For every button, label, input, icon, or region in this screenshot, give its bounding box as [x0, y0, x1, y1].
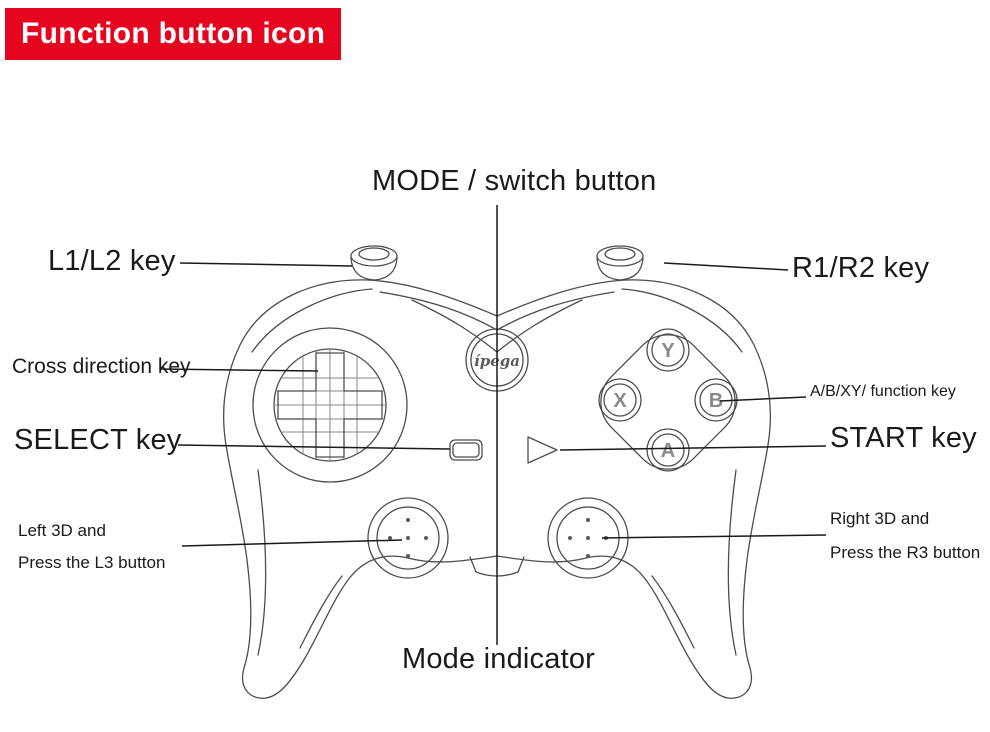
label-mode-switch-button: MODE / switch button	[372, 165, 657, 197]
leader-right3d	[601, 534, 827, 539]
leader-select	[177, 444, 451, 450]
r1r2-shoulder-knob	[596, 245, 644, 281]
button-b-label: B	[709, 390, 723, 412]
leader-abxy	[719, 396, 807, 402]
select-button	[449, 439, 483, 461]
button-x-label: X	[613, 390, 627, 412]
label-start-key: START key	[830, 422, 977, 454]
dpad	[252, 327, 408, 483]
label-cross-direction-key: Cross direction key	[12, 355, 191, 378]
label-select-key: SELECT key	[14, 424, 182, 456]
banner-label: Function button icon	[21, 17, 326, 50]
label-left-3d-line2: Press the L3 button	[18, 553, 166, 572]
label-l1l2-key: L1/L2 key	[48, 245, 176, 277]
banner: Function button icon	[5, 8, 342, 60]
leader-r1r2	[663, 262, 789, 271]
label-mode-indicator: Mode indicator	[402, 643, 596, 675]
button-a-label: A	[661, 440, 675, 462]
label-right-3d-line2: Press the R3 button	[830, 543, 981, 562]
left-analog-stick	[367, 497, 449, 579]
label-abxy-function-key: A/B/XY/ function key	[810, 383, 956, 400]
dpad-cross	[277, 352, 383, 458]
leader-l1l2	[179, 262, 353, 267]
label-right-3d-line1: Right 3D and	[830, 509, 930, 528]
abxy-cluster	[598, 328, 738, 472]
label-r1r2-key: R1/R2 key	[792, 252, 930, 284]
stick-dots	[388, 518, 608, 558]
button-y-label: Y	[661, 340, 675, 362]
leader-cross	[159, 368, 319, 372]
start-button	[527, 436, 558, 464]
label-left-3d-line1: Left 3D and	[18, 521, 106, 540]
leader-left3d	[181, 539, 403, 547]
l1l2-shoulder-knob	[350, 245, 398, 281]
leader-lines	[159, 205, 827, 645]
leader-start	[559, 445, 827, 451]
